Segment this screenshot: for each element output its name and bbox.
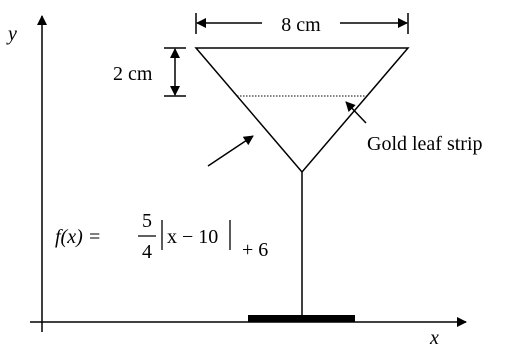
equation-denominator: 4 [142, 241, 152, 263]
equation-tail: + 6 [237, 239, 268, 261]
function-pointer-arrow [207, 135, 254, 167]
y-axis-label: y [6, 23, 17, 45]
equation-abs-content: x − 10 [167, 226, 218, 248]
glass-base [248, 315, 355, 322]
x-axis-label: x [429, 327, 439, 344]
equation-lhs: f(x) = [55, 226, 101, 248]
strip-pointer-arrow [345, 101, 367, 124]
top-width-label: 8 cm [281, 14, 321, 36]
strip-label: Gold leaf strip [367, 133, 483, 155]
depth-label: 2 cm [113, 63, 153, 85]
equation-numerator: 5 [142, 210, 152, 232]
